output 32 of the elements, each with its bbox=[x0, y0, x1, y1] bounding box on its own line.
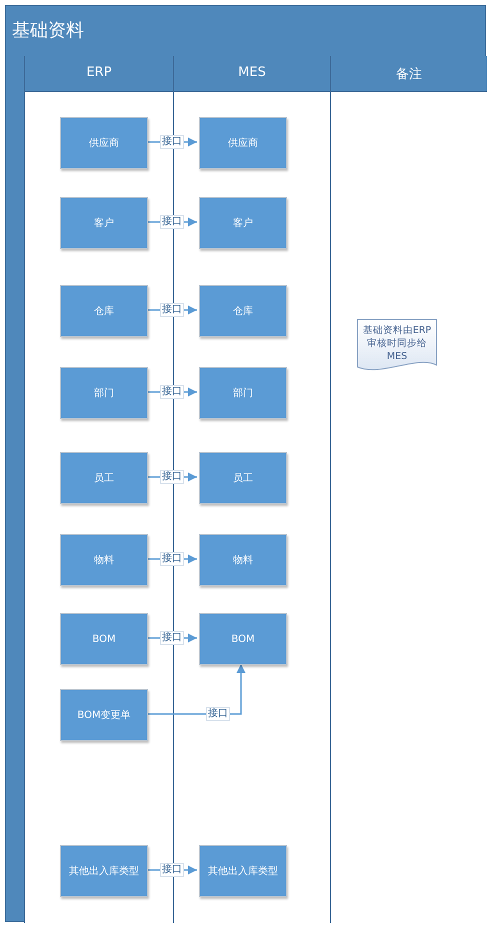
edge-label: 接口 bbox=[160, 631, 184, 645]
edge-label: 接口 bbox=[160, 215, 184, 229]
edge-label: 接口 bbox=[206, 707, 230, 721]
edge-label: 接口 bbox=[160, 385, 184, 399]
process-box: 客户 bbox=[199, 197, 287, 249]
process-box: 部门 bbox=[199, 367, 287, 419]
process-box: 供应商 bbox=[60, 117, 148, 169]
process-box: BOM变更单 bbox=[60, 689, 148, 741]
diagram-title: 基础资料 bbox=[12, 19, 84, 42]
process-box: BOM bbox=[60, 613, 148, 665]
lane-header: ERP bbox=[85, 65, 113, 80]
edge-label: 接口 bbox=[160, 863, 184, 877]
lane-header: 备注 bbox=[395, 66, 423, 83]
process-box: BOM bbox=[199, 613, 287, 665]
process-box: 员工 bbox=[199, 452, 287, 504]
lane-header: MES bbox=[237, 65, 267, 80]
edge-label: 接口 bbox=[160, 470, 184, 484]
process-box: 其他出入库类型 bbox=[199, 845, 287, 897]
arrow bbox=[146, 664, 246, 715]
edge-label: 接口 bbox=[160, 552, 184, 566]
process-box: 物料 bbox=[60, 534, 148, 586]
process-box: 供应商 bbox=[199, 117, 287, 169]
edge-label: 接口 bbox=[160, 135, 184, 149]
process-box: 客户 bbox=[60, 197, 148, 249]
document-shape: 基础资料由ERP审核时同步给MES bbox=[357, 319, 437, 373]
process-box: 员工 bbox=[60, 452, 148, 504]
process-box: 部门 bbox=[60, 367, 148, 419]
process-box: 其他出入库类型 bbox=[60, 845, 148, 897]
process-box: 仓库 bbox=[60, 285, 148, 337]
process-box: 物料 bbox=[199, 534, 287, 586]
edge-label: 接口 bbox=[160, 303, 184, 317]
process-box: 仓库 bbox=[199, 285, 287, 337]
